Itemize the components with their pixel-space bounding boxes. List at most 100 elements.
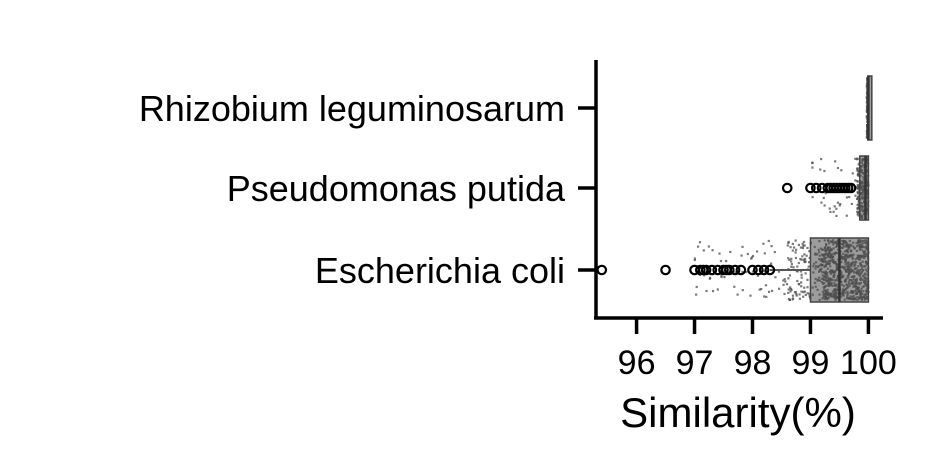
jitter-point	[788, 286, 792, 289]
jitter-point	[856, 169, 859, 172]
jitter-point	[835, 207, 838, 210]
jitter-point	[695, 285, 698, 289]
jitter-point	[788, 274, 792, 277]
jitter-point	[865, 101, 868, 104]
jitter-point	[856, 207, 859, 210]
jitter-point	[811, 166, 814, 169]
jitter-point	[785, 283, 789, 286]
jitter-point	[856, 191, 859, 194]
jitter-point	[787, 288, 790, 291]
jitter-point	[789, 287, 792, 290]
jitter-point	[786, 244, 789, 247]
jitter-point	[782, 283, 785, 286]
jitter-point	[708, 277, 711, 280]
outlier-points-layer	[596, 182, 857, 276]
jitter-point	[794, 239, 797, 242]
jitter-point	[733, 285, 736, 288]
jitter-point	[790, 260, 793, 263]
jitter-point	[819, 168, 822, 171]
jitter-point	[806, 278, 809, 281]
y-tick-label: Escherichia coli	[315, 250, 565, 291]
jitter-point	[855, 197, 859, 200]
jitter-point	[806, 292, 809, 295]
jitter-point	[856, 213, 859, 216]
jitter-point	[720, 274, 723, 277]
jitter-point	[803, 286, 806, 289]
jitter-point	[845, 196, 849, 199]
jitter-point	[803, 260, 806, 263]
jitter-point	[823, 169, 826, 173]
jitter-point	[764, 284, 768, 287]
jitter-point	[790, 257, 793, 260]
jitter-point	[801, 242, 804, 245]
jitter-point	[711, 289, 715, 293]
outlier-point	[764, 264, 776, 276]
jitter-point	[802, 240, 806, 244]
jitter-point	[854, 179, 857, 182]
jitter-point	[820, 201, 823, 204]
outlier-point	[596, 264, 608, 276]
jitter-point	[763, 252, 766, 255]
jitter-point	[758, 288, 761, 291]
jitter-point	[805, 254, 808, 257]
jitter-point	[794, 251, 797, 254]
jitter-point	[697, 245, 700, 248]
outlier-point	[781, 182, 793, 194]
jitter-point	[811, 161, 814, 164]
x-tick-label: 98	[734, 344, 772, 382]
jitter-point	[745, 270, 748, 274]
jitter-point	[834, 160, 837, 163]
jitter-point	[822, 196, 825, 200]
jitter-point	[796, 265, 799, 268]
x-axis-title: Similarity(%)	[620, 389, 856, 436]
jitter-point	[751, 270, 755, 273]
jitter-point	[698, 241, 702, 244]
jitter-point	[857, 192, 860, 195]
jitter-point	[804, 260, 807, 263]
jitter-point	[790, 263, 793, 266]
jitter-point	[850, 202, 853, 206]
jitter-point	[865, 135, 869, 139]
jitter-point	[777, 270, 781, 273]
jitter-point	[824, 192, 827, 195]
jitter-point	[787, 277, 790, 280]
jitter-point	[808, 292, 811, 295]
jitter-point	[856, 173, 859, 176]
jitter-point	[836, 166, 840, 170]
jitter-point	[811, 196, 814, 199]
jitter-point	[770, 245, 773, 248]
jitter-point	[802, 295, 805, 298]
jitter-point	[782, 279, 785, 282]
jitter-point	[820, 157, 823, 161]
jitter-point	[790, 265, 793, 268]
jitter-point	[765, 295, 768, 298]
y-tick-label: Pseudomonas putida	[227, 168, 566, 209]
jitter-point	[800, 276, 803, 279]
jitter-point	[854, 157, 857, 160]
jitter-point	[789, 290, 792, 293]
jitter-point	[770, 289, 774, 293]
jitter-point	[856, 157, 859, 160]
jitter-point	[865, 86, 868, 89]
jitter-point	[839, 202, 842, 206]
jitter-point	[856, 183, 859, 187]
jitter-point	[865, 82, 869, 85]
jitter-point	[723, 276, 726, 279]
jitter-point	[736, 293, 739, 296]
jitter-point	[800, 290, 803, 293]
jitter-point	[832, 210, 835, 213]
jitter-point	[840, 169, 843, 172]
jitter-point	[756, 250, 759, 253]
outlier-point	[660, 264, 671, 276]
jitter-point	[693, 257, 697, 260]
outlier-point	[729, 264, 741, 276]
jitter-point	[800, 273, 803, 276]
jitter-point	[720, 275, 723, 279]
outlier-point	[752, 264, 764, 276]
jitter-point	[857, 202, 860, 205]
jitter-point	[835, 214, 838, 217]
jitter-point	[808, 250, 811, 253]
jitter-point	[788, 258, 791, 261]
jitter-point	[799, 257, 802, 261]
